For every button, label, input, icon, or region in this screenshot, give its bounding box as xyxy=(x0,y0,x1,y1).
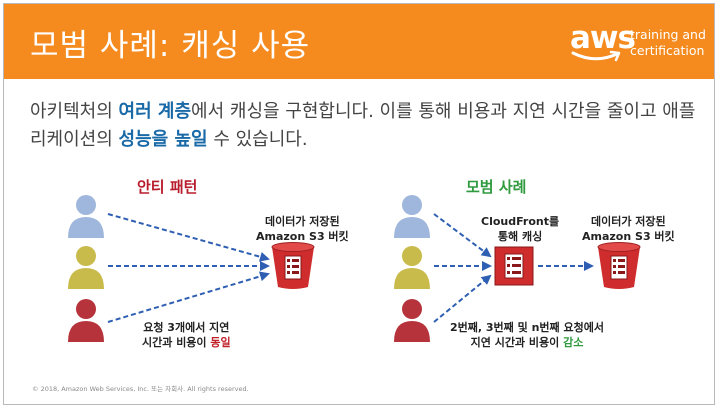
reduced-keyword: 감소 xyxy=(563,336,584,349)
slide-header: 모범 사례: 캐싱 사용 aws training and certificat… xyxy=(4,4,714,79)
intro-text-3: 수 있습니다. xyxy=(207,129,308,150)
copyright-footer: © 2018, Amazon Web Services, Inc. 또는 자회사… xyxy=(32,385,249,393)
user-icon-blue xyxy=(394,195,430,238)
user-icon-red xyxy=(68,299,104,342)
slide: 모범 사례: 캐싱 사용 aws training and certificat… xyxy=(3,3,715,405)
s3-bucket-icon xyxy=(271,242,315,290)
cloudfront-cache-icon xyxy=(494,246,534,286)
aws-logo: aws training and certification xyxy=(566,18,706,66)
arrow-anti-bottom xyxy=(107,271,270,323)
arrow-best-top xyxy=(433,213,492,258)
best-practice-note: 2번째, 3번째 및 n번째 요청에서 지연 시간과 비용이 감소 xyxy=(450,321,604,349)
intro-highlight-layers: 여러 계층 xyxy=(118,101,192,122)
intro-paragraph: 아키텍처의 여러 계층에서 캐싱을 구현합니다. 이를 통해 비용과 지연 시간… xyxy=(30,98,700,154)
aws-logo-wordmark: aws xyxy=(570,20,636,56)
cloudfront-label: CloudFront를 통해 캐싱 xyxy=(481,215,560,243)
intro-text-1: 아키텍처의 xyxy=(30,101,119,122)
user-icon-yellow xyxy=(68,246,104,289)
intro-highlight-performance: 성능을 높일 xyxy=(118,129,208,150)
s3-bucket-icon xyxy=(597,242,641,290)
aws-tagline-training: training and xyxy=(630,27,706,42)
arrow-anti-top xyxy=(107,213,270,262)
arrow-best-bottom xyxy=(433,274,492,323)
aws-smile-icon xyxy=(571,50,621,62)
best-practice-heading: 모범 사례 xyxy=(466,178,527,196)
anti-pattern-note: 요청 3개에서 지연 시간과 비용이 동일 xyxy=(142,321,231,349)
same-keyword: 동일 xyxy=(210,336,231,349)
user-icon-blue xyxy=(68,195,104,238)
best-bucket-label: 데이터가 저장된 Amazon S3 버킷 xyxy=(582,215,675,243)
user-icon-yellow xyxy=(394,246,430,289)
user-icon-red xyxy=(394,299,430,342)
slide-title: 모범 사례: 캐싱 사용 xyxy=(30,28,311,64)
anti-pattern-heading: 안티 패턴 xyxy=(137,178,198,196)
intro-text-2: 에서 캐싱을 구현합니다. 이를 통해 비용과 지연 시간을 줄이고 애플리케이… xyxy=(30,101,696,150)
anti-bucket-label: 데이터가 저장된 Amazon S3 버킷 xyxy=(256,215,349,243)
aws-tagline-certification: certification xyxy=(630,43,705,58)
caching-diagram xyxy=(68,195,641,342)
